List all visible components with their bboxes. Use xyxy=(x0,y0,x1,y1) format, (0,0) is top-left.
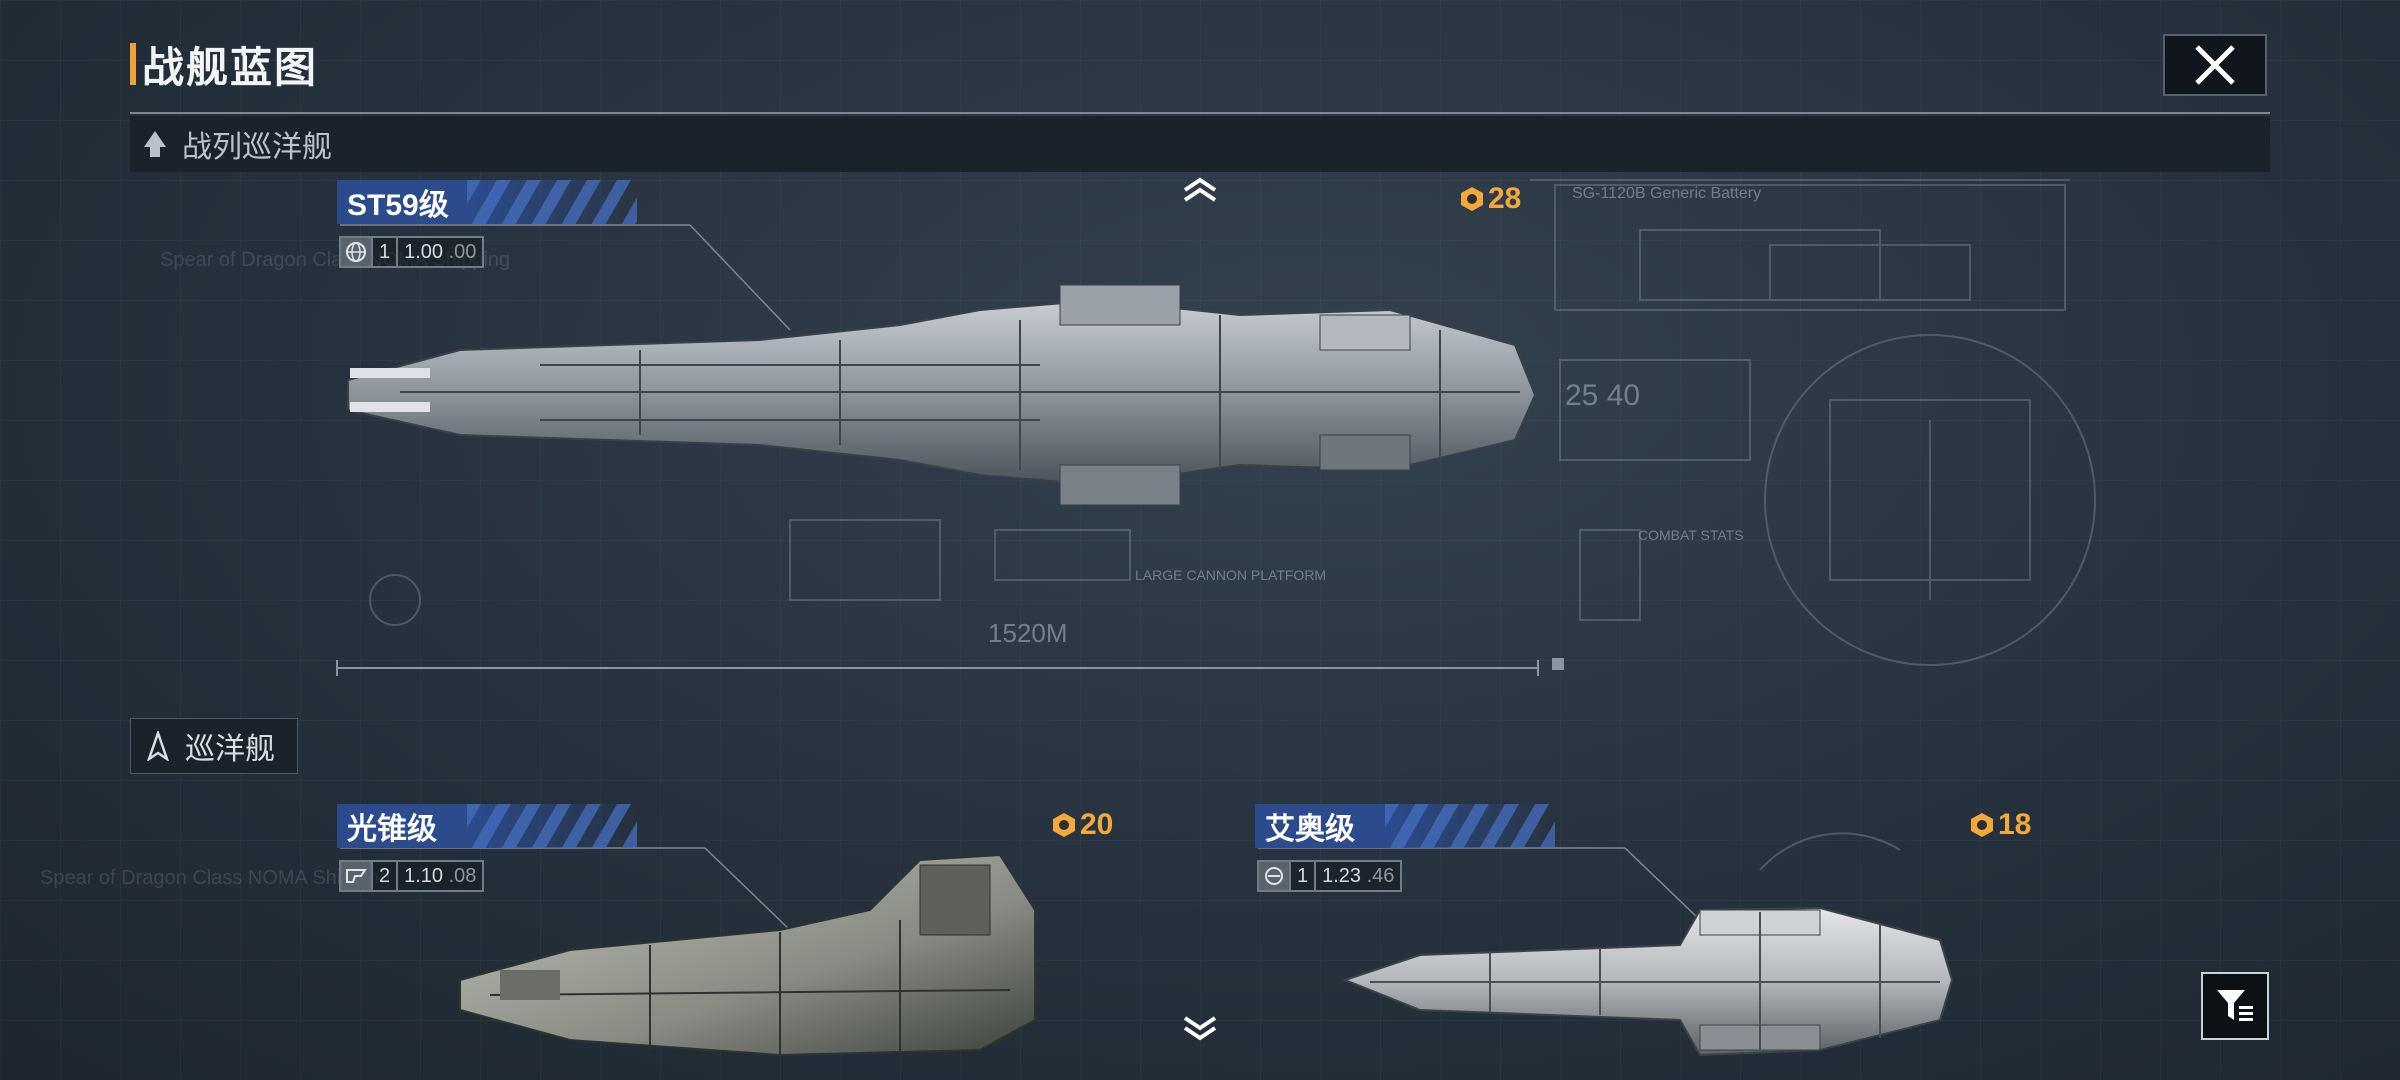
header-divider xyxy=(130,112,2270,114)
cost-icon xyxy=(1461,187,1483,211)
ship-rate: 1.23 .46 xyxy=(1314,862,1400,890)
name-bar-stripes xyxy=(467,804,637,848)
svg-text:25 40: 25 40 xyxy=(1565,379,1640,412)
chevron-down-icon[interactable] xyxy=(1182,1016,1218,1042)
ship-card-st59-header[interactable]: ST59级 xyxy=(337,180,637,224)
cruiser-icon xyxy=(146,731,170,761)
ship-cost-value: 18 xyxy=(1998,808,2032,841)
ship-stats: 1 1.23 .46 xyxy=(1257,860,1403,892)
ship-count: 1 xyxy=(1289,862,1314,890)
ship-rate: 1.10 .08 xyxy=(396,862,482,890)
ship-name: 艾奥级 xyxy=(1265,813,1355,846)
category-cruiser[interactable]: 巡洋舰 xyxy=(130,718,298,774)
ship-card-aiao-header[interactable]: 艾奥级 xyxy=(1255,804,1555,848)
svg-text:SG-1120B Generic Battery: SG-1120B Generic Battery xyxy=(1572,185,1761,202)
ship-count: 1 xyxy=(371,238,396,266)
svg-text:Spear of Dragon Class NOMA Shi: Spear of Dragon Class NOMA Shipping xyxy=(40,867,390,889)
filter-button[interactable] xyxy=(2201,972,2269,1040)
ship-card-guangzhui-header[interactable]: 光锥级 xyxy=(337,804,637,848)
faction-icon xyxy=(341,862,371,890)
ship-cost-value: 20 xyxy=(1080,808,1114,841)
close-button[interactable] xyxy=(2163,34,2267,96)
ship-rate: 1.00 .00 xyxy=(396,238,482,266)
page-title: 战舰蓝图 xyxy=(130,40,318,91)
filter-icon xyxy=(2217,990,2253,1021)
name-bar-stripes xyxy=(1385,804,1555,848)
title-accent xyxy=(130,43,136,85)
ship-count: 2 xyxy=(371,862,396,890)
ship-model-aiao[interactable] xyxy=(1340,900,1955,1065)
ship-cost: 18 xyxy=(1968,808,2031,842)
ship-stats: 2 1.10 .08 xyxy=(339,860,485,892)
ship-stats: 1 1.00 .00 xyxy=(339,236,485,268)
svg-text:COMBAT STATS: COMBAT STATS xyxy=(1638,527,1744,543)
ship-name: ST59级 xyxy=(347,189,449,222)
close-icon xyxy=(2195,45,2235,85)
ship-name: 光锥级 xyxy=(347,813,437,846)
chevron-up-icon[interactable] xyxy=(1182,176,1218,202)
globe-icon xyxy=(341,238,371,266)
cost-icon xyxy=(1971,813,1993,837)
category-battlecruiser[interactable]: 战列巡洋舰 xyxy=(130,116,2270,172)
battlecruiser-icon xyxy=(144,131,166,157)
cost-icon xyxy=(1053,813,1075,837)
title-text: 战舰蓝图 xyxy=(142,43,319,91)
category-label: 战列巡洋舰 xyxy=(182,131,332,164)
name-bar-stripes xyxy=(467,180,637,224)
ship-cost-value: 28 xyxy=(1488,182,1522,215)
svg-text:LARGE CANNON PLATFORM: LARGE CANNON PLATFORM xyxy=(1135,567,1326,583)
svg-text:1520M: 1520M xyxy=(988,618,1068,648)
ship-model-guangzhui[interactable] xyxy=(450,850,1040,1065)
ship-cost: 20 xyxy=(1050,808,1113,842)
category-label: 巡洋舰 xyxy=(185,733,275,766)
faction-icon xyxy=(1259,862,1289,890)
ship-cost: 28 xyxy=(1458,182,1521,216)
ship-model-st59[interactable] xyxy=(340,270,1540,520)
